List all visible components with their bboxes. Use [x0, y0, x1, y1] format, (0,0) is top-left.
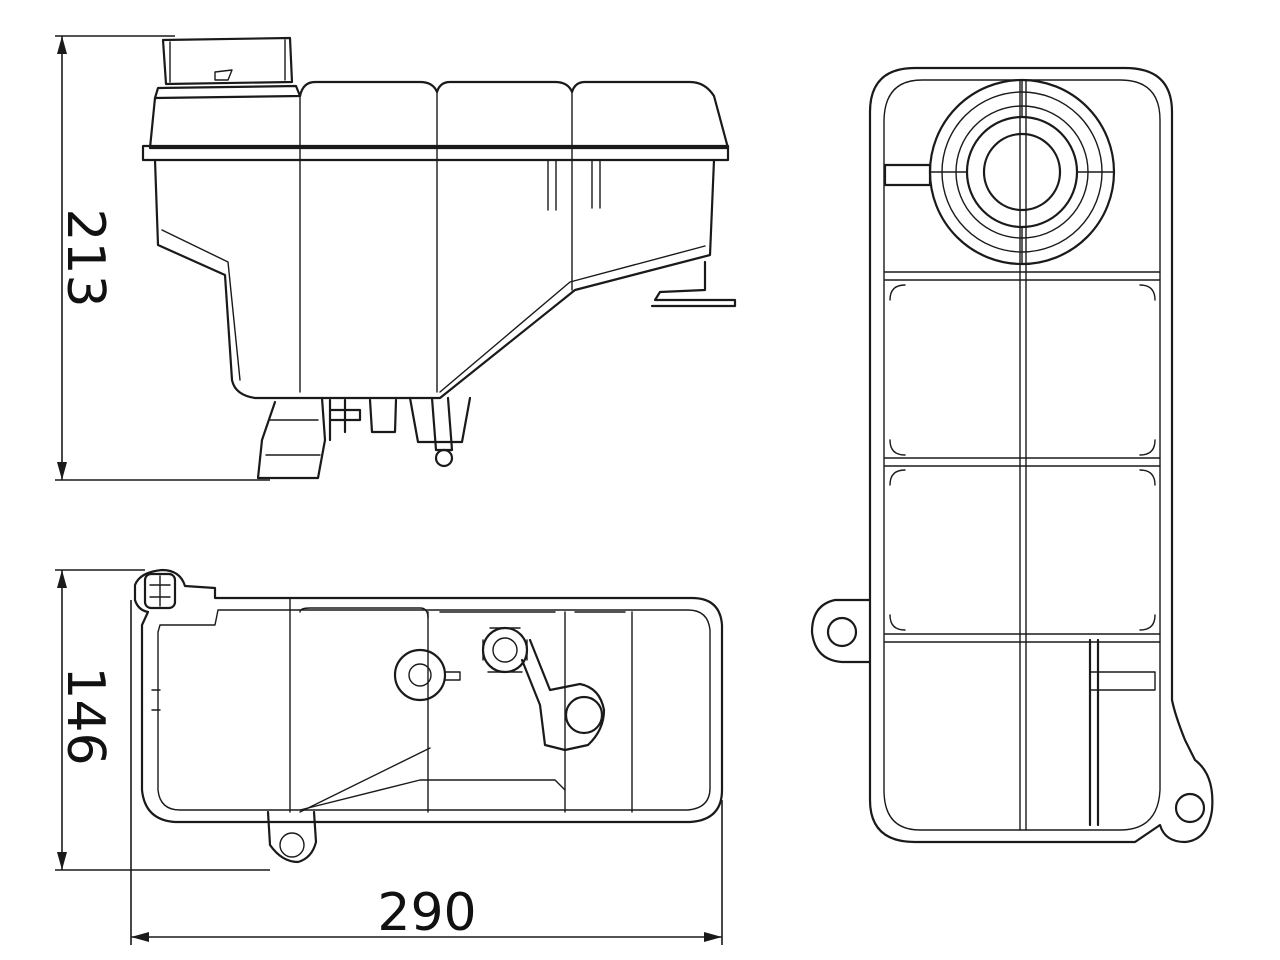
filler-cap: [161, 36, 294, 86]
length-dimension-label: 290: [377, 883, 476, 943]
side-view: [141, 36, 737, 480]
cap-tab: [214, 69, 233, 81]
upper-body: [148, 80, 730, 150]
panel-corners-1: [889, 284, 1156, 456]
inlet-port: [564, 695, 604, 735]
cap-neck: [153, 84, 302, 100]
compartment-tops: [299, 607, 626, 619]
top-outline: [133, 568, 724, 824]
cap-top: [481, 626, 529, 674]
top-view: [133, 568, 724, 864]
length-dimension-lines: [130, 600, 723, 945]
height-dimension-lines: [55, 35, 270, 481]
lower-body: [153, 158, 716, 400]
top-outlet-bore: [279, 832, 305, 858]
rib-1: [884, 271, 1161, 281]
top-outlet: [266, 810, 318, 864]
bottom-eyelet: [1174, 792, 1206, 824]
sensor-housing: [368, 398, 398, 434]
hose-rings: [265, 419, 321, 456]
slope-contour: [439, 245, 706, 393]
compartment-dividers: [289, 597, 633, 813]
plan-inner-outline: [883, 79, 1161, 831]
panel-corners-2: [889, 469, 1156, 631]
sensor-port: [393, 648, 447, 702]
sight-window-mark: [1089, 671, 1156, 691]
sensor-port-inner: [408, 663, 432, 687]
rib-2: [884, 457, 1161, 467]
eyelet-cross: [149, 575, 171, 607]
rib-3: [884, 633, 1161, 643]
outlet-hose: [256, 396, 327, 480]
seam-flange: [141, 144, 730, 162]
length-dimension: 290: [130, 600, 723, 945]
cap-crosshair: [929, 79, 1115, 265]
sensor-tab: [444, 671, 461, 681]
depth-dimension: 146: [55, 569, 270, 871]
vertical-ribs: [299, 91, 573, 393]
mount-eyelet: [143, 572, 177, 610]
inlet-pipe: [520, 638, 606, 752]
cap-top-inner: [492, 637, 518, 663]
body-contour: [161, 229, 241, 381]
cap-center: [982, 132, 1062, 212]
cap-knurl: [169, 39, 286, 83]
plan-outline: [868, 66, 1214, 844]
cap-ring-3: [955, 105, 1089, 239]
compartment-bottoms: [299, 779, 566, 811]
top-inner-outline: [157, 609, 711, 811]
height-dimension: 213: [55, 35, 270, 481]
cap-knurl-top: [482, 627, 528, 673]
bottom-outlet: [408, 396, 472, 444]
depth-dimension-lines: [55, 569, 270, 871]
mount-pins: [547, 159, 601, 211]
sight-window: [1088, 638, 1100, 827]
height-dimension-label: 213: [55, 208, 115, 307]
outlet-nipple: [434, 448, 454, 468]
left-bracket-hole: [826, 616, 858, 648]
overflow-nipple: [883, 163, 932, 187]
center-seam: [1019, 79, 1027, 831]
left-bracket: [810, 598, 872, 664]
depth-dimension-label: 146: [55, 666, 115, 765]
side-notches: [151, 689, 161, 711]
level-sensor: [328, 398, 362, 442]
plan-view: [810, 66, 1214, 844]
mount-bracket: [650, 260, 737, 308]
diagonal-rib: [299, 747, 431, 813]
